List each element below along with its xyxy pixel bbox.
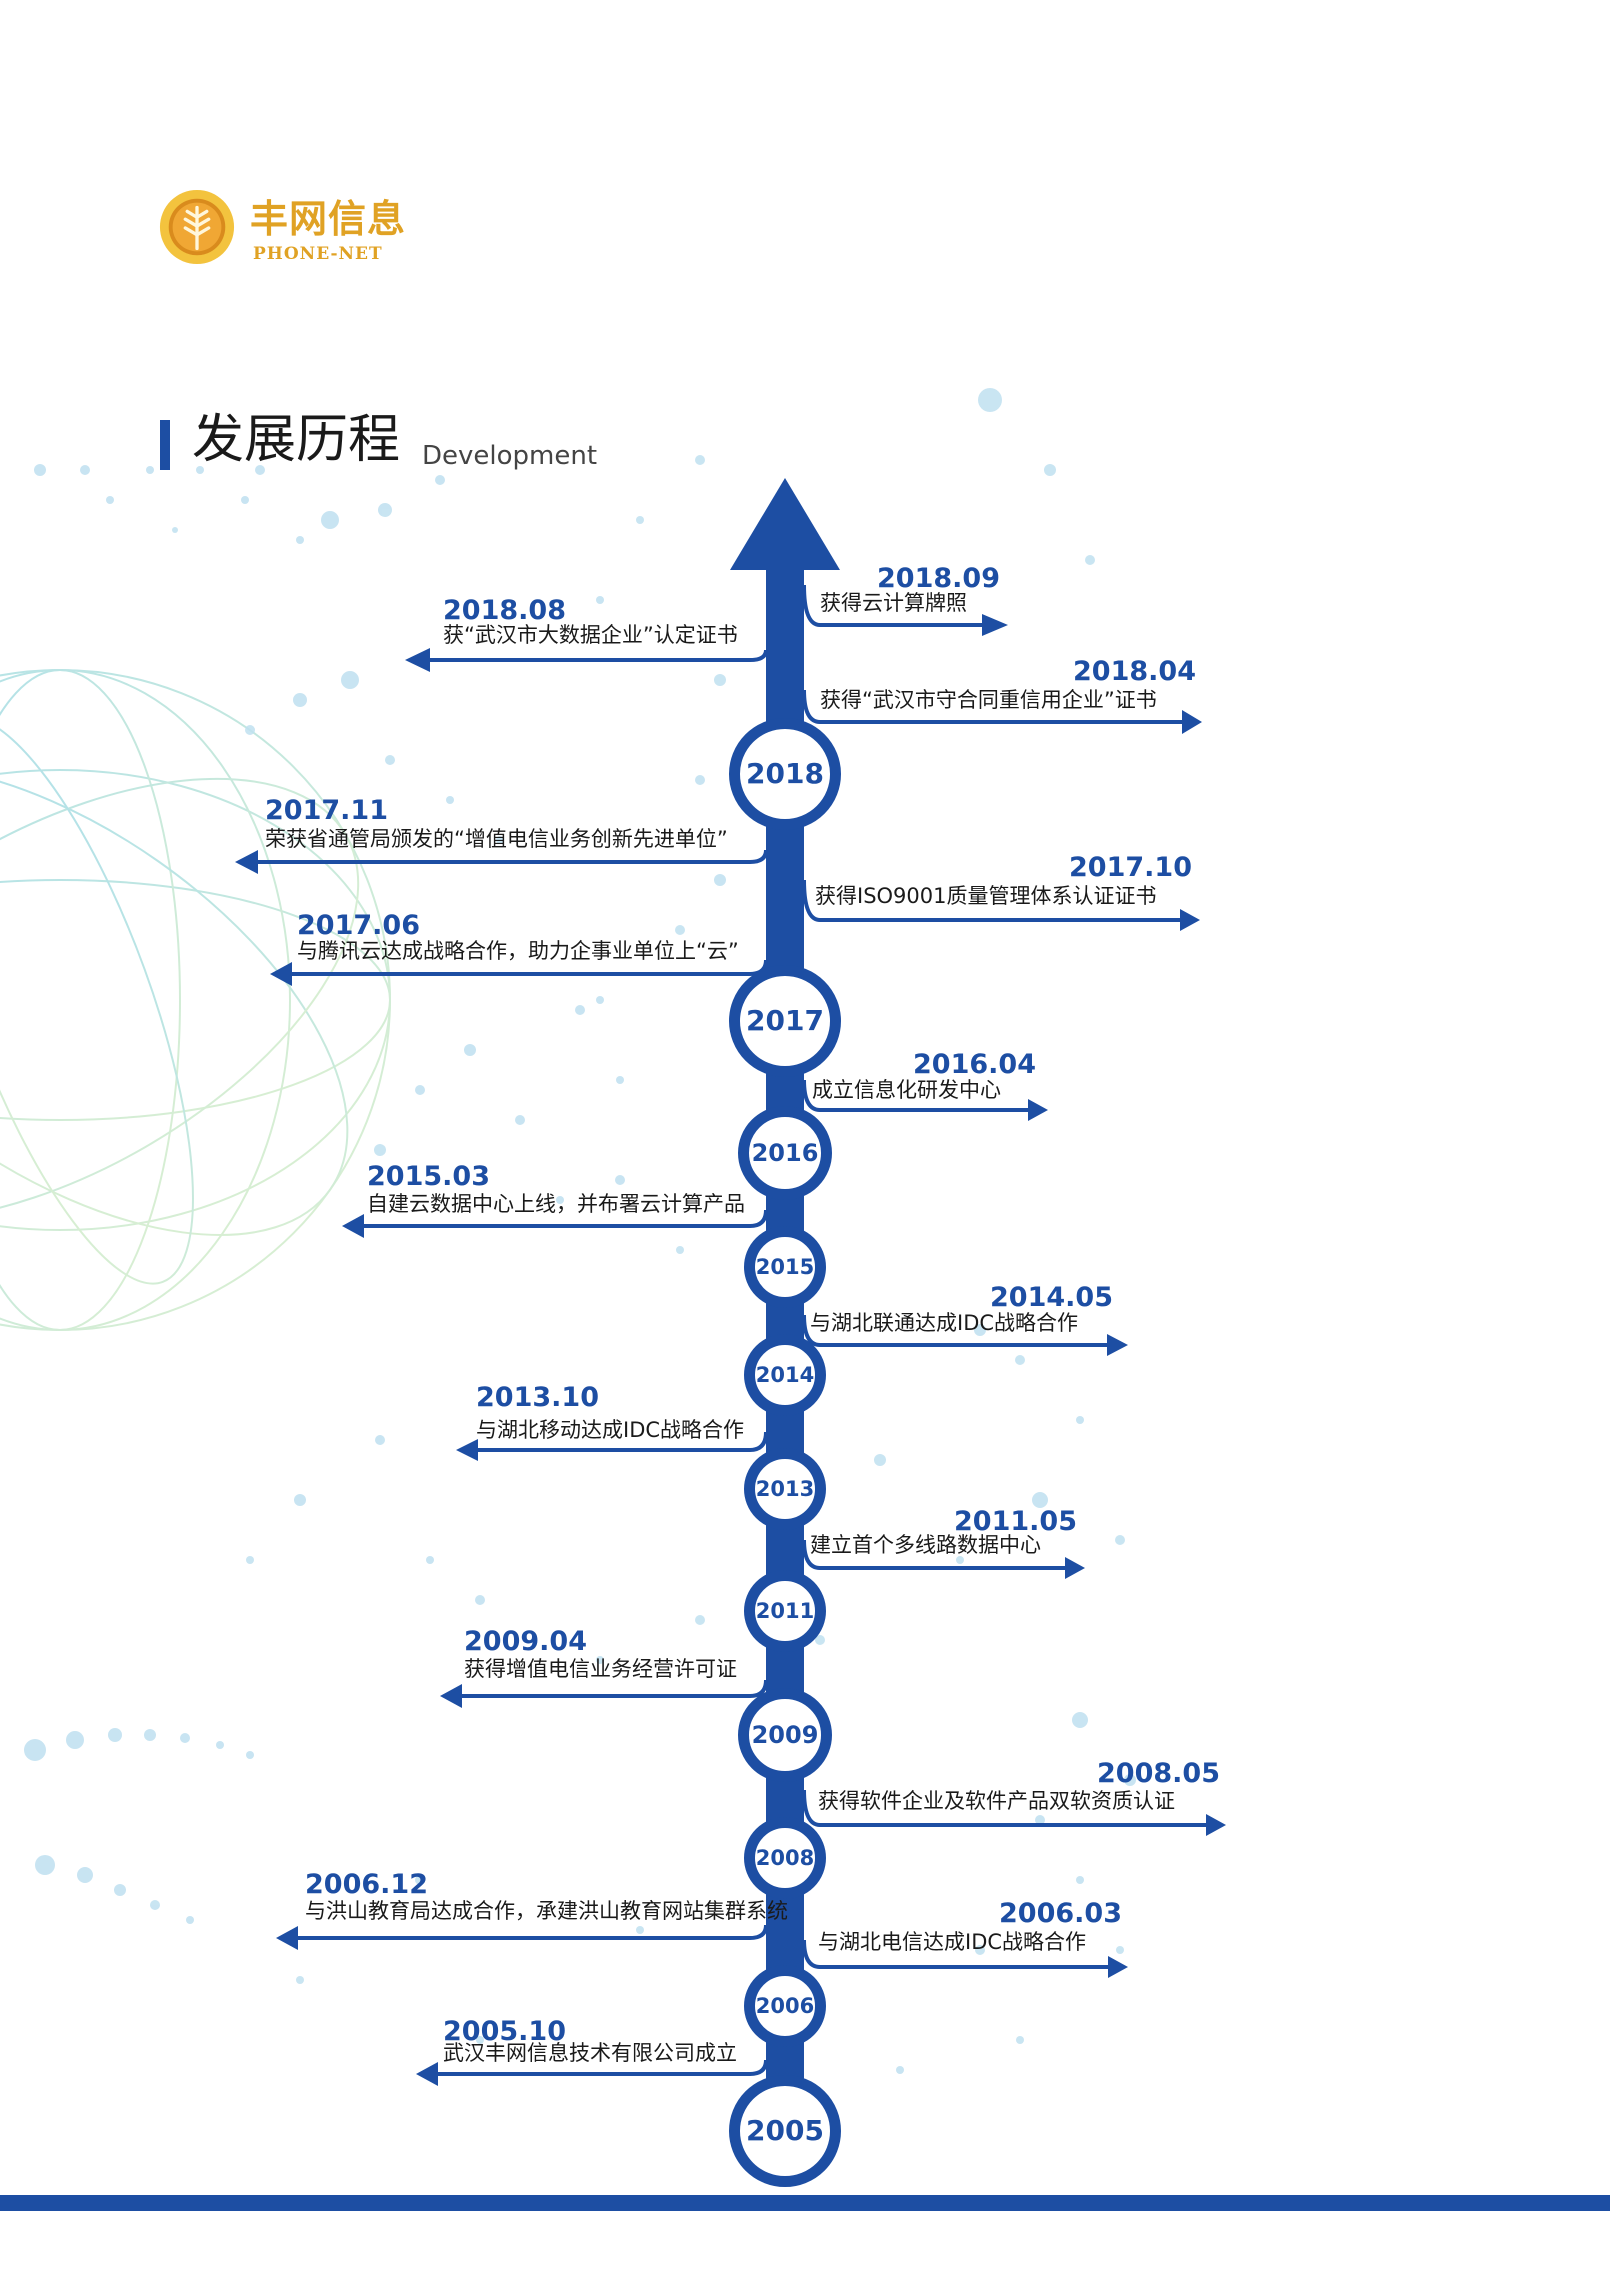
milestone-date: 2005.10 bbox=[443, 2016, 566, 2047]
arrowhead-2005-10 bbox=[416, 2062, 438, 2086]
connector-2017-11 bbox=[255, 849, 768, 864]
arrowhead-2013-10 bbox=[456, 1439, 478, 1461]
arrowhead-2017-10 bbox=[1180, 909, 1200, 931]
milestone-text: 获得增值电信业务经营许可证 bbox=[464, 1657, 737, 1681]
year-node-2016: 2016 bbox=[738, 1106, 832, 1200]
arrowhead-2014-05 bbox=[1107, 1334, 1128, 1356]
milestone-date: 2006.12 bbox=[305, 1869, 428, 1900]
connector-2016-04 bbox=[802, 1079, 1030, 1112]
title-accent-bar bbox=[160, 420, 170, 470]
arrowhead-2018-04 bbox=[1182, 710, 1202, 734]
year-node-2011: 2011 bbox=[744, 1570, 826, 1652]
milestone-text: 成立信息化研发中心 bbox=[812, 1078, 1001, 1102]
arrowhead-2018-09 bbox=[982, 614, 1008, 636]
connector-2006-03 bbox=[802, 1939, 1110, 1969]
page-subtitle: Development bbox=[422, 441, 598, 471]
connector-2018-04 bbox=[802, 689, 1182, 724]
connector-2017-10 bbox=[802, 879, 1182, 922]
brand-logo-icon bbox=[159, 189, 235, 265]
milestone-date: 2011.05 bbox=[954, 1506, 1077, 1537]
arrowhead-2017-06 bbox=[270, 962, 292, 986]
milestone-date: 2015.03 bbox=[367, 1161, 490, 1192]
milestone-text: 武汉丰网信息技术有限公司成立 bbox=[443, 2041, 737, 2065]
arrowhead-2006-03 bbox=[1108, 1956, 1128, 1978]
milestone-date: 2017.11 bbox=[265, 795, 388, 826]
brand-name-en: PHONE-NET bbox=[253, 244, 383, 264]
milestone-date: 2008.05 bbox=[1097, 1758, 1220, 1789]
globe-graphic bbox=[0, 669, 391, 1331]
milestone-text: 荣获省通管局颁发的“增值电信业务创新先进单位” bbox=[265, 827, 728, 851]
arrowhead-2015-03 bbox=[342, 1214, 364, 1238]
milestone-text: 自建云数据中心上线，并布署云计算产品 bbox=[367, 1192, 745, 1216]
year-node-2009: 2009 bbox=[738, 1688, 832, 1782]
timeline-arrowhead bbox=[730, 478, 840, 570]
milestone-date: 2009.04 bbox=[464, 1626, 587, 1657]
year-node-2015: 2015 bbox=[744, 1226, 826, 1308]
milestone-text: 获得软件企业及软件产品双软资质认证 bbox=[818, 1789, 1175, 1813]
arrowhead-2017-11 bbox=[235, 850, 258, 874]
page-title: 发展历程 bbox=[192, 410, 401, 470]
milestone-text: 获“武汉市大数据企业”认定证书 bbox=[443, 623, 738, 647]
arrowhead-2011-05 bbox=[1065, 1557, 1085, 1579]
connector-2006-12 bbox=[290, 1924, 768, 1940]
arrowhead-2009-04 bbox=[440, 1684, 462, 1708]
milestone-date: 2017.06 bbox=[297, 910, 420, 941]
connector-2018-09 bbox=[802, 584, 982, 627]
connector-2013-10 bbox=[475, 1431, 768, 1452]
connector-2011-05 bbox=[802, 1539, 1070, 1570]
connector-2005-10 bbox=[435, 2059, 768, 2076]
arrowhead-2008-05 bbox=[1206, 1814, 1226, 1836]
brand-name-cn: 丰网信息 bbox=[250, 196, 407, 241]
milestone-date: 2018.09 bbox=[877, 563, 1000, 594]
year-node-2018: 2018 bbox=[729, 718, 841, 830]
milestone-text: 获得“武汉市守合同重信用企业”证书 bbox=[820, 688, 1157, 712]
footer-divider bbox=[0, 2195, 1610, 2211]
milestone-date: 2018.04 bbox=[1073, 656, 1196, 687]
milestone-date: 2018.08 bbox=[443, 595, 566, 626]
milestone-text: 获得ISO9001质量管理体系认证证书 bbox=[815, 884, 1157, 908]
connector-2015-03 bbox=[360, 1209, 768, 1228]
year-node-2006: 2006 bbox=[744, 1965, 826, 2047]
milestone-text: 与湖北移动达成IDC战略合作 bbox=[476, 1418, 745, 1442]
milestone-text: 与腾讯云达成战略合作，助力企事业单位上“云” bbox=[297, 939, 739, 963]
milestone-date: 2017.10 bbox=[1069, 852, 1192, 883]
arrowhead-2016-04 bbox=[1028, 1099, 1048, 1121]
year-node-2014: 2014 bbox=[744, 1334, 826, 1416]
arrowhead-2018-08 bbox=[405, 648, 430, 672]
year-node-2017: 2017 bbox=[729, 965, 841, 1077]
dot-pattern bbox=[24, 388, 1136, 2074]
milestone-date: 2013.10 bbox=[476, 1382, 599, 1413]
milestone-date: 2016.04 bbox=[913, 1049, 1036, 1080]
milestone-text: 与湖北联通达成IDC战略合作 bbox=[810, 1311, 1079, 1335]
milestone-text: 与洪山教育局达成合作，承建洪山教育网站集群系统 bbox=[305, 1899, 788, 1923]
milestone-date: 2014.05 bbox=[990, 1282, 1113, 1313]
arrowhead-2006-12 bbox=[276, 1926, 298, 1950]
milestone-text: 获得云计算牌照 bbox=[820, 591, 967, 615]
connector-2008-05 bbox=[802, 1789, 1212, 1827]
milestone-text: 建立首个多线路数据中心 bbox=[810, 1533, 1041, 1557]
year-node-2008: 2008 bbox=[744, 1817, 826, 1899]
year-node-2013: 2013 bbox=[744, 1448, 826, 1530]
connector-2009-04 bbox=[458, 1679, 768, 1698]
connector-2018-08 bbox=[428, 649, 768, 662]
year-node-2005: 2005 bbox=[729, 2075, 841, 2187]
milestone-text: 与湖北电信达成IDC战略合作 bbox=[818, 1930, 1087, 1954]
connector-2014-05 bbox=[802, 1314, 1107, 1347]
milestone-date: 2006.03 bbox=[999, 1898, 1122, 1929]
